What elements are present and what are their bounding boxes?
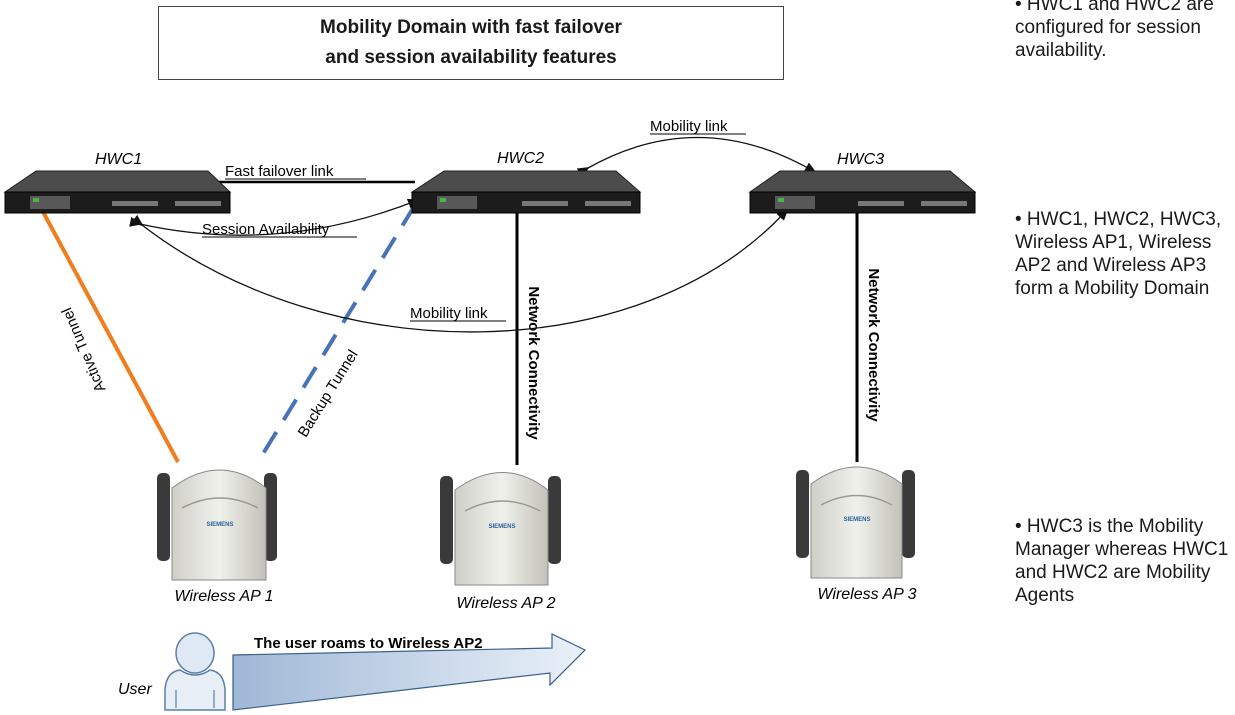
network-connectivity-label-2: Network Connectivity: [525, 286, 542, 440]
mobility-link-top-label: Mobility link: [650, 118, 728, 135]
note-3-text: • HWC3 is the Mobility Manager whereas H…: [1015, 516, 1229, 606]
hwc2-chassis-top: [410, 170, 642, 193]
hwc3-led: [778, 198, 784, 202]
ap2-label: Wireless AP 2: [456, 595, 555, 612]
roam-arrow-label: The user roams to Wireless AP2: [254, 635, 483, 652]
ap2-brand: SIEMENS: [488, 524, 515, 530]
fast-failover-label: Fast failover link: [225, 163, 334, 180]
hwc1-label: HWC1: [95, 151, 142, 168]
hwc2-drive-bay-1: [437, 196, 477, 209]
note-1-text: • HWC1 and HWC2 are configured for sessi…: [1015, 0, 1214, 61]
active-tunnel-line: [40, 209, 180, 463]
note-2-text: • HWC1, HWC2, HWC3, Wireless AP1, Wirele…: [1015, 209, 1222, 299]
ap2-antenna-left: [440, 476, 453, 564]
session-availability-label: Session Availability: [202, 221, 330, 238]
hwc2-label: HWC2: [497, 150, 544, 167]
mobility-link-bottom-label: Mobility link: [410, 305, 488, 322]
hwc1-chassis-top: [3, 170, 232, 193]
ap1-arc: [181, 497, 259, 509]
note-mobility-domain: • HWC1, HWC2, HWC3, Wireless AP1, Wirele…: [1015, 208, 1233, 300]
user-arm: [175, 690, 215, 708]
backup-tunnel-label: Backup Tunnel: [295, 347, 362, 440]
hwc2-led: [440, 198, 446, 202]
hwc3-drive-bay-2: [858, 201, 904, 206]
ap1-antenna-right: [264, 473, 277, 561]
ap1-brand: SIEMENS: [206, 522, 233, 528]
hwc1-drive-bay-3: [175, 201, 221, 206]
mobility-diagram: Active Tunnel Backup Tunnel Network Conn…: [3, 118, 977, 711]
note-session-availability: • HWC1 and HWC2 are configured for sessi…: [1015, 0, 1233, 62]
ap2-body: [454, 472, 549, 586]
diagram-title-line-1: Mobility Domain with fast failover: [320, 17, 622, 38]
hwc2-server: HWC2: [410, 150, 642, 214]
ap1-antenna-left: [157, 473, 170, 561]
ap1-body: [171, 469, 267, 581]
ap3-label: Wireless AP 3: [817, 586, 916, 603]
wireless-ap-2-device: SIEMENS Wireless AP 2: [440, 472, 561, 612]
user-body: [164, 669, 226, 711]
ap2-antenna-right: [548, 476, 561, 564]
hwc3-drive-bay-1: [775, 196, 815, 209]
hwc1-drive-bay-1: [30, 196, 70, 209]
hwc3-chassis-top: [748, 170, 977, 193]
ap1-label: Wireless AP 1: [174, 588, 273, 605]
user-head: [175, 632, 215, 674]
diagram-title-box: Mobility Domain with fast failover and s…: [158, 6, 784, 80]
mobility-link-bottom-curve: [131, 208, 789, 333]
ap3-antenna-left: [796, 470, 809, 558]
user-icon: [164, 632, 226, 711]
mobility-link-top-curve: [576, 136, 817, 178]
ap3-arc: [820, 494, 893, 506]
backup-tunnel-line: [256, 203, 417, 464]
hwc1-drive-bay-2: [112, 201, 158, 206]
ap2-arc: [464, 500, 541, 512]
hwc3-server: HWC3: [748, 151, 977, 214]
roam-arrow: [232, 633, 587, 711]
hwc3-drive-bay-3: [921, 201, 967, 206]
user-label: User: [118, 681, 152, 698]
hwc1-server: HWC1: [3, 151, 232, 214]
note-mobility-roles: • HWC3 is the Mobility Manager whereas H…: [1015, 515, 1233, 607]
ap3-antenna-right: [902, 470, 915, 558]
network-connectivity-label-3: Network Connectivity: [865, 268, 882, 422]
hwc1-led: [33, 198, 39, 202]
wireless-ap-3-device: SIEMENS Wireless AP 3: [796, 466, 917, 603]
hwc2-drive-bay-3: [585, 201, 631, 206]
wireless-ap-1-device: SIEMENS Wireless AP 1: [157, 469, 277, 605]
ap3-brand: SIEMENS: [843, 517, 870, 523]
hwc2-drive-bay-2: [522, 201, 568, 206]
hwc3-label: HWC3: [837, 151, 884, 168]
diagram-title-line-2: and session availability features: [325, 47, 617, 68]
ap3-body: [810, 466, 903, 579]
